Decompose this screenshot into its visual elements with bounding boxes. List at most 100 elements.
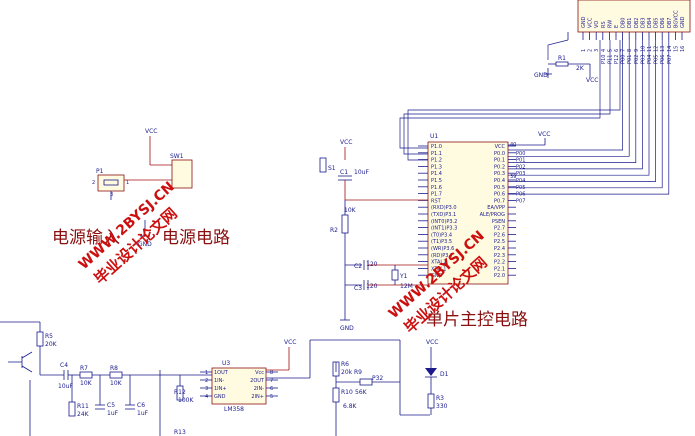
u1-right-net-label: P07 — [516, 198, 525, 204]
lcd-pin-label: VCC — [588, 17, 594, 28]
lcd-net-label: P04 — [647, 55, 653, 64]
r11-label: R11 — [77, 403, 89, 410]
lcd-pin-number: 8 — [627, 49, 633, 52]
r68-value: 6.8K — [343, 403, 358, 410]
crystal-circuit: C2 120 C3 120 Y1 12M — [345, 260, 428, 292]
lcd-net-label: P05 — [654, 55, 660, 64]
lcd-pin-label: VO — [594, 21, 600, 28]
u3-left-pin-label: 1IN+ — [214, 386, 227, 392]
u1-right-pin-label: P0.4 — [494, 178, 505, 184]
r10-label: R10 — [341, 389, 353, 396]
lcd-bus-wires — [508, 40, 670, 195]
lcd-data-wire — [508, 40, 650, 176]
vcc-label-rst: VCC — [340, 139, 352, 146]
u3-right-pin-number: 7 — [270, 378, 273, 384]
lcd-net-label: P02 — [634, 55, 640, 64]
u3-right-pin-number: 8 — [270, 370, 273, 376]
c3-label: C3 — [354, 285, 362, 292]
p1-pin3: 3 — [110, 192, 113, 198]
p1-pin2: 2 — [92, 180, 95, 186]
u1-right-pin-label: P2.0 — [494, 273, 505, 279]
u1-left-pin-label: (INT0)P3.2 — [431, 219, 457, 225]
lcd-pin-number: 4 — [601, 49, 607, 52]
lcd-pin-label: DB7 — [667, 18, 673, 28]
lcd-data-wire — [508, 40, 637, 163]
lcd-net-label: P12 — [614, 55, 620, 64]
u3-left-pin-label: GND — [214, 394, 226, 400]
u1-right-net-label: P00 — [516, 151, 525, 157]
u3-left-pin-number: 2 — [205, 378, 208, 384]
r13-label: R13 — [174, 429, 186, 436]
u1-left-pin-label: (T1)P3.5 — [431, 239, 452, 245]
mcu-circuit-label: 单片主控电路 — [426, 310, 528, 330]
u1-right-pin-label: P0.6 — [494, 192, 505, 198]
u1-right-pin-label: P2.2 — [494, 260, 505, 266]
u1-right-pin-label: PSEN — [492, 219, 505, 225]
c6-value: 1uF — [137, 410, 149, 417]
u1-left-pin-label: (INT1)P3.3 — [431, 226, 457, 232]
lcd-pin-number: 6 — [614, 49, 620, 52]
u3-left-pin-label: 1OUT — [214, 370, 229, 376]
u1-left-pin-label: RST — [431, 198, 442, 204]
r9-label: R9 — [354, 369, 362, 376]
reset-circuit: VCC S1 C1 10uF 10K R2 GND — [319, 139, 428, 332]
u1-right-pin-label: P2.5 — [494, 239, 505, 245]
lcd-net-label: P01 — [627, 55, 633, 64]
u1-right-pin-label: P0.3 — [494, 171, 505, 177]
c1-label: C1 — [340, 169, 348, 176]
r7-label: R7 — [80, 365, 88, 372]
u3-right-pin-label: 2IN- — [254, 386, 264, 392]
lcd-pin-number: 16 — [680, 46, 686, 52]
u1-pin39: 39 — [510, 174, 516, 180]
lcd-pin-number: 14 — [667, 46, 673, 52]
p1-pin1: 1 — [126, 180, 129, 186]
lcd-net-label: P00 — [621, 55, 627, 64]
u1-right-net-label: P06 — [516, 192, 525, 198]
u1-left-pin-label: P1.4 — [431, 171, 442, 177]
lcd-pin-label: DB0 — [621, 18, 627, 28]
vcc-label-sw: VCC — [145, 128, 157, 135]
u1-left-pin-label: P1.6 — [431, 185, 442, 191]
analog-output-section: VCC R6 20k R10 56K 6.8K R9 P32 — [266, 339, 430, 436]
r3-label: R3 — [436, 395, 444, 402]
u3-left-pin-number: 1 — [205, 370, 208, 376]
r10-value: 56K — [355, 389, 368, 396]
r6-label: R6 — [341, 361, 349, 368]
lcd-pin-number: 13 — [660, 46, 666, 52]
r6-value: 20k — [341, 369, 353, 376]
u1-left-pin-label: (T0)P3.4 — [431, 232, 452, 238]
c2-label: C2 — [354, 263, 362, 270]
r3-value: 330 — [436, 403, 448, 410]
u1-right-pin-label: EA/VPP — [487, 205, 505, 211]
u1-right-pin-label: P0.5 — [494, 185, 505, 191]
lcd-pin-number: 5 — [607, 49, 613, 52]
r5-label: R5 — [45, 333, 53, 340]
vcc-label-led: VCC — [426, 339, 438, 346]
lcd-net-label: P10 — [601, 55, 607, 64]
r1-value: 2K — [576, 65, 585, 72]
u1-vcc: VCC — [508, 131, 550, 146]
u1-right-pin-label: P2.7 — [494, 226, 505, 232]
gnd-label-r1: GND — [534, 72, 548, 79]
u1-left-pin-label: XTAL2 — [431, 260, 446, 266]
u3-left-pin-number: 4 — [205, 394, 208, 400]
lcd-net-label: P11 — [607, 55, 613, 64]
r1-label: R1 — [558, 55, 566, 62]
c3-value: 120 — [366, 283, 378, 290]
c6-label: C6 — [137, 402, 145, 409]
lcd-pin-label: DB1 — [627, 18, 633, 28]
r8-value: 10K — [110, 380, 123, 387]
r11-value: 24K — [77, 411, 90, 418]
lcd-pin-label: DB4 — [647, 18, 653, 28]
lcd-pin-number: 15 — [673, 46, 679, 52]
s1-label: S1 — [328, 165, 336, 172]
u1-left-pin-label: (WR)P3.6 — [431, 246, 454, 252]
lcd-pin-label: DB6 — [660, 18, 666, 28]
lcd-pin-number: 2 — [588, 49, 594, 52]
led-d1: VCC D1 R3 330 — [425, 339, 449, 415]
u3-right-pin-label: 2IN+ — [251, 394, 264, 400]
u1-right-pin-label: P2.6 — [494, 232, 505, 238]
r5-value: 20K — [45, 341, 58, 348]
u1-right-pin-label: VCC — [495, 144, 506, 150]
